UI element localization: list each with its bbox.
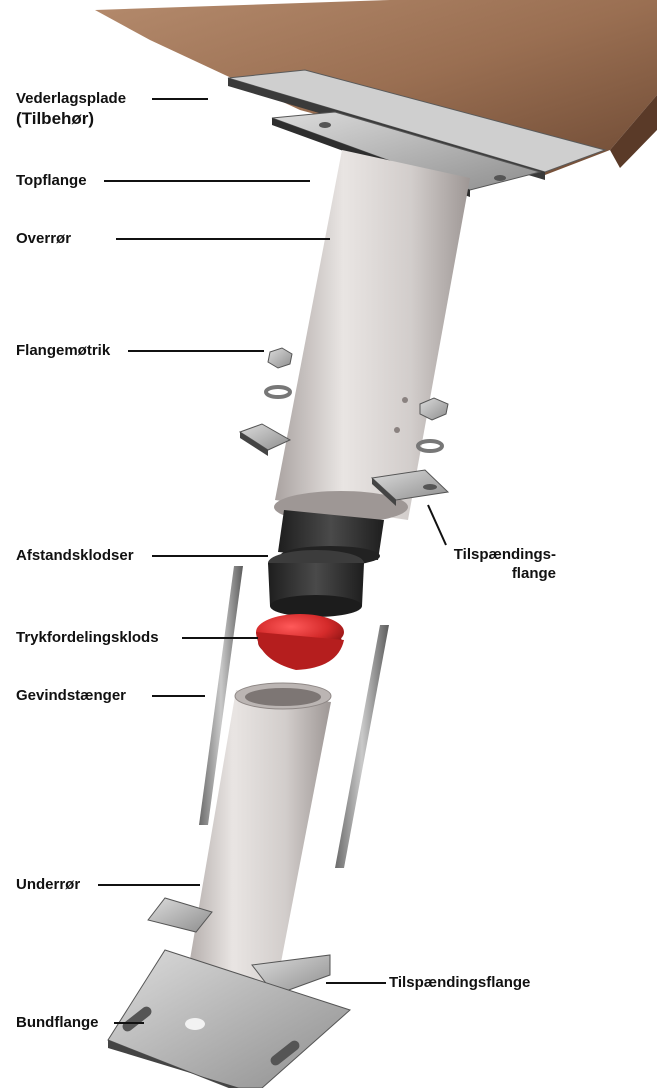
label-trykfordelingsklods: Trykfordelingsklods	[16, 629, 159, 647]
upper-tube	[274, 150, 470, 523]
label-underror: Underrør	[16, 876, 80, 894]
label-tilspaendingsflange-top-line2: flange	[426, 565, 556, 583]
pressure-distribution-block	[256, 614, 344, 670]
label-tilbehor: (Tilbehør)	[16, 110, 94, 128]
spacer-blocks	[268, 510, 384, 617]
label-tilspaendingsflange-bottom: Tilspændingsflange	[389, 974, 530, 992]
label-bundflange: Bundflange	[16, 1014, 99, 1032]
label-tilspaendingsflange-top-line1: Tilspændings-	[426, 546, 556, 564]
label-topflange: Topflange	[16, 172, 87, 190]
label-vederlagsplade: Vederlagsplade	[16, 90, 126, 108]
label-afstandsklodser: Afstandsklodser	[16, 547, 134, 565]
label-overror: Overrør	[16, 230, 71, 248]
label-flangemotrik: Flangemøtrik	[16, 342, 110, 360]
label-gevindstaenger: Gevindstænger	[16, 687, 126, 705]
leader-line-tilspaendingsflange-top	[428, 505, 446, 545]
